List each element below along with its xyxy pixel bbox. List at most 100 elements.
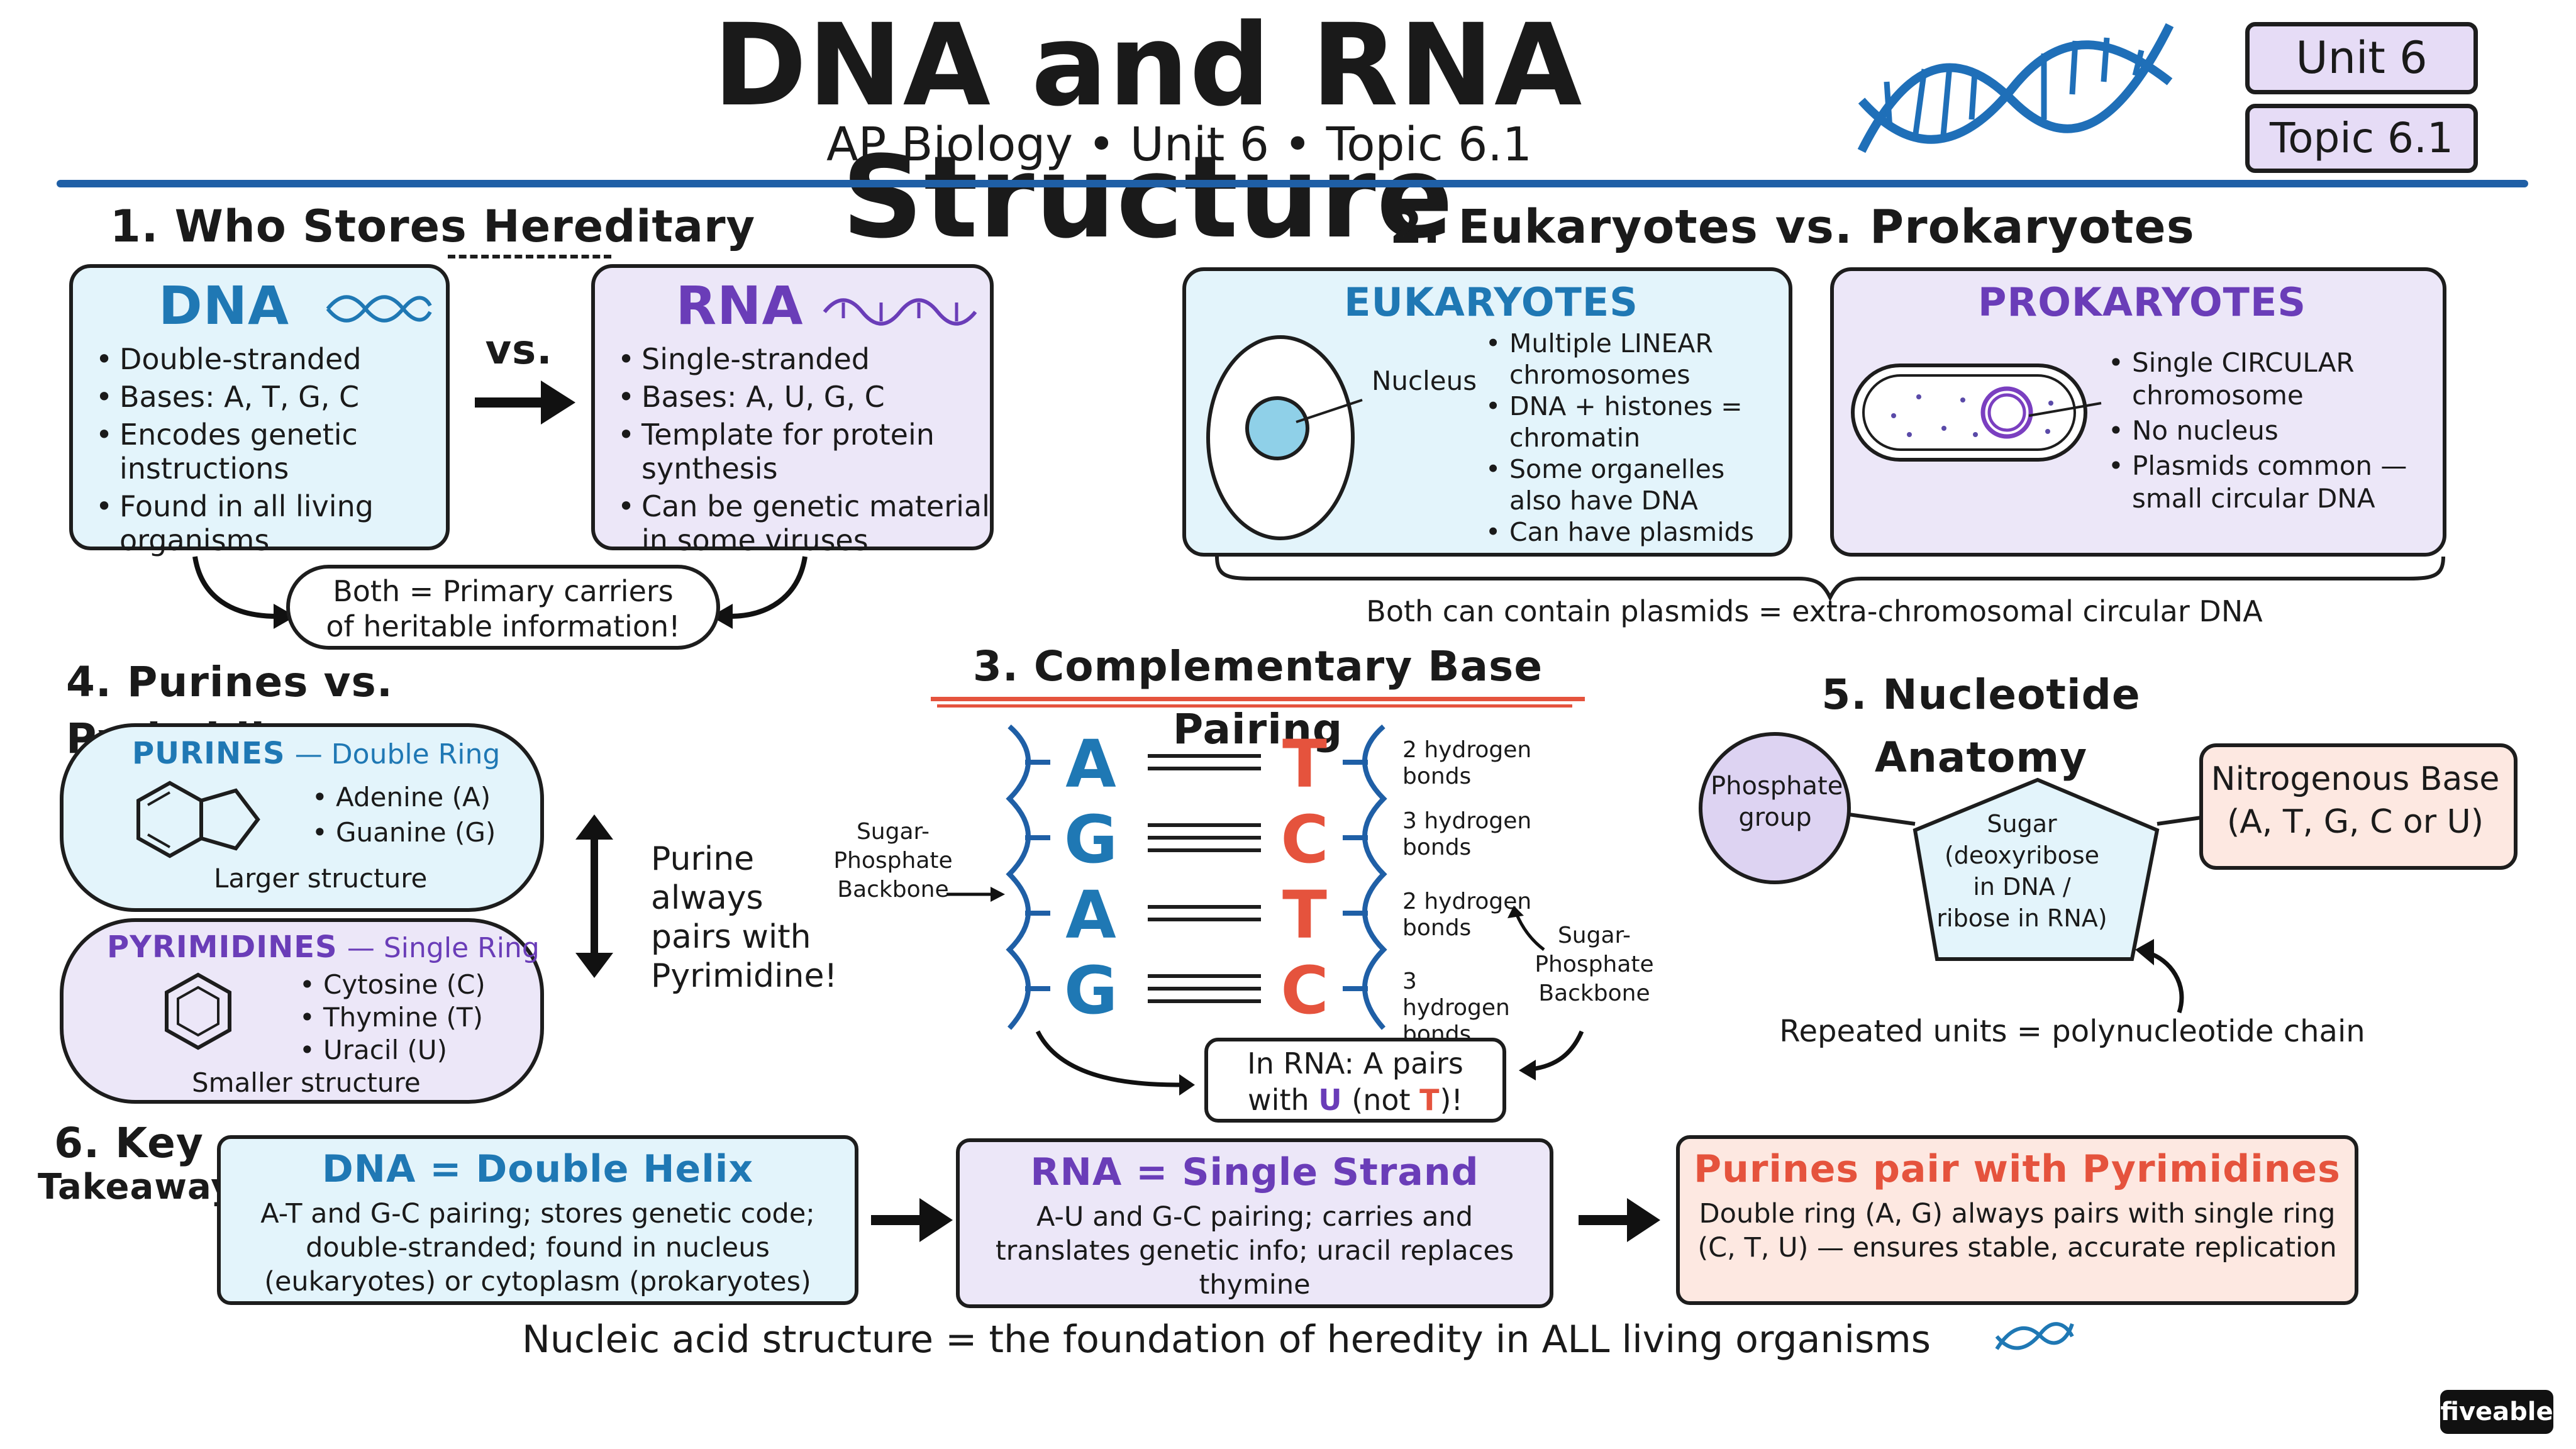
list-item: Bases: A, T, G, C <box>92 380 444 414</box>
backbone-label-left: Sugar-Phosphate Backbone <box>833 819 953 902</box>
rna-card-title: RNA <box>675 275 804 336</box>
list-item: Bases: A, U, G, C <box>614 380 991 414</box>
list-item: Can have plasmids <box>1482 516 1784 548</box>
bond-label-3: 2 hydrogen bonds <box>1402 889 1532 941</box>
list-item: Guanine (G) <box>308 815 535 850</box>
purines-list: Adenine (A) Guanine (G) <box>308 780 535 850</box>
eukaryotes-list: Multiple LINEAR chromosomes DNA + histon… <box>1482 328 1784 548</box>
dna-mini-icon <box>1995 1322 2074 1350</box>
list-item: Multiple LINEAR chromosomes <box>1482 328 1784 391</box>
takeaway-dna-card: DNA = Double Helix A-T and G-C pairing; … <box>217 1135 858 1305</box>
rna-note-text: with <box>1248 1083 1319 1117</box>
list-item: Cytosine (C) <box>296 969 541 1001</box>
pyrimidines-sub: — Single Ring <box>347 932 540 964</box>
rna-note-text: (not <box>1342 1083 1420 1117</box>
double-arrow-icon <box>575 814 613 978</box>
section-3-underline <box>931 697 1585 701</box>
rna-note-t: T <box>1419 1083 1440 1117</box>
list-item: Template for protein synthesis <box>614 418 991 486</box>
rna-strand-icon <box>823 298 977 326</box>
backbone-label-right: Sugar-Phosphate Backbone <box>1535 923 1654 1006</box>
rna-card: RNA Single-stranded Bases: A, U, G, C Te… <box>591 264 994 557</box>
list-item: No nucleus <box>2104 414 2438 447</box>
prokaryotes-list: Single CIRCULAR chromosome No nucleus Pl… <box>2104 347 2438 515</box>
base-left-1: A <box>1065 726 1117 802</box>
both-carriers-bubble: Both = Primary carriers of heritable inf… <box>286 565 720 650</box>
pyrimidines-title: PYRIMIDINES <box>107 930 338 965</box>
page-title: DNA and RNA Structure <box>713 0 1583 264</box>
dna-card-title: DNA <box>158 275 290 336</box>
prokaryotes-card: PROKARYOTES Single CIRCULAR chromosome N… <box>1830 267 2446 557</box>
purines-title-row: PURINES — Double Ring <box>132 736 500 771</box>
base-right-3: T <box>1282 877 1328 953</box>
converge-arrows <box>192 556 808 629</box>
list-item: Encodes genetic instructions <box>92 418 444 486</box>
nitrogenous-base-label: Nitrogenous Base (A, T, G, C or U) <box>2211 760 2500 841</box>
section-3-heading: 3. Complementary Base Pairing <box>972 642 1543 753</box>
rna-note-arrows <box>1035 1030 1584 1096</box>
eukaryotic-cell-icon <box>1206 335 1363 540</box>
list-item: Uracil (U) <box>296 1034 541 1067</box>
eukaryotes-title: EUKARYOTES <box>1344 279 1638 325</box>
double-ring-icon <box>136 780 260 858</box>
pyrimidines-title-row: PYRIMIDINES — Single Ring <box>107 930 540 965</box>
list-item: Single-stranded <box>614 342 991 376</box>
rna-note-text: )! <box>1440 1083 1463 1117</box>
prokaryotic-cell-icon <box>1851 364 2102 462</box>
backbone-left-icon <box>1006 724 1050 1030</box>
base-left-4: G <box>1063 952 1119 1029</box>
list-item: Adenine (A) <box>308 780 535 815</box>
section-6-heading-1: 6. Key <box>54 1119 204 1167</box>
backbone-right-arrow <box>1507 906 1545 951</box>
single-ring-icon <box>165 972 231 1050</box>
purines-title: PURINES <box>132 736 286 771</box>
nucleotide-diagram <box>1699 732 2518 961</box>
takeaway-rna-title: RNA = Single Strand <box>1030 1150 1479 1194</box>
rna-note-line-1: In RNA: A pairs <box>1247 1046 1463 1080</box>
rna-pairing-note: In RNA: A pairs with U (not T)! <box>1204 1038 1506 1123</box>
right-arrow-icon <box>871 1198 953 1242</box>
list-item: DNA + histones = chromatin <box>1482 391 1784 453</box>
eukaryotes-card: EUKARYOTES Nucleus Multiple LINEAR chrom… <box>1182 267 1792 557</box>
backbone-left-arrow <box>947 887 1005 902</box>
purine-pairing-note: Purine always pairs with Pyrimidine! <box>651 840 838 995</box>
bracket <box>1215 556 2445 602</box>
vs-label: vs. <box>485 327 553 374</box>
prokaryotes-title: PROKARYOTES <box>1978 279 2306 325</box>
rna-note-line-2: with U (not T)! <box>1208 1082 1502 1118</box>
purines-cloud <box>60 723 544 912</box>
section-5-heading: 5. Nucleotide Anatomy <box>1821 670 2141 782</box>
dna-card-list: Double-stranded Bases: A, T, G, C Encode… <box>92 342 444 557</box>
base-right-4: C <box>1280 952 1330 1029</box>
fiveable-logo: fiveable <box>2440 1390 2553 1434</box>
takeaway-rna-text: A-U and G-C pairing; carries and transla… <box>995 1201 1514 1301</box>
list-item: Double-stranded <box>92 342 444 376</box>
curved-up-arrow-icon <box>2135 939 2184 1014</box>
list-item: Plasmids common — small circular DNA <box>2104 450 2438 515</box>
purines-sub: — Double Ring <box>294 738 501 770</box>
section-2-heading: 2. Eukaryotes vs. Prokaryotes <box>1390 200 2195 254</box>
rna-card-list: Single-stranded Bases: A, U, G, C Templa… <box>614 342 991 557</box>
plasmids-note: Both can contain plasmids = extra-chromo… <box>1366 594 2263 628</box>
list-item: Thymine (T) <box>296 1001 541 1034</box>
takeaway-purines-text: Double ring (A, G) always pairs with sin… <box>1697 1198 2337 1263</box>
unit-badge: Unit 6 <box>2245 22 2478 94</box>
pyrimidines-list: Cytosine (C) Thymine (T) Uracil (U) <box>296 969 541 1067</box>
rna-note-u: U <box>1318 1083 1343 1117</box>
polynucleotide-note: Repeated units = polynucleotide chain <box>1779 1014 2365 1049</box>
section-6-heading-2: Takeaways <box>38 1167 256 1208</box>
list-item: Found in all living organisms <box>92 489 444 557</box>
dna-helix-icon <box>1857 23 2174 153</box>
hereditary-underline <box>448 255 611 258</box>
takeaway-dna-title: DNA = Double Helix <box>321 1147 754 1191</box>
hydrogen-bond-lines <box>1148 754 1261 1003</box>
takeaway-dna-text: A-T and G-C pairing; stores genetic code… <box>260 1198 815 1297</box>
header-rule <box>57 180 2528 187</box>
dna-card: DNA Double-stranded Bases: A, T, G, C En… <box>69 264 450 557</box>
dna-mini-icon <box>326 295 432 323</box>
phosphate-group-label: Phosphate group <box>1711 772 1843 832</box>
pyrimidines-note: Smaller structure <box>192 1067 421 1098</box>
section-3-underline-2 <box>937 704 1572 708</box>
list-item: Some organelles also have DNA <box>1482 453 1784 516</box>
takeaway-purines-card: Purines pair with Pyrimidines Double rin… <box>1676 1135 2358 1305</box>
